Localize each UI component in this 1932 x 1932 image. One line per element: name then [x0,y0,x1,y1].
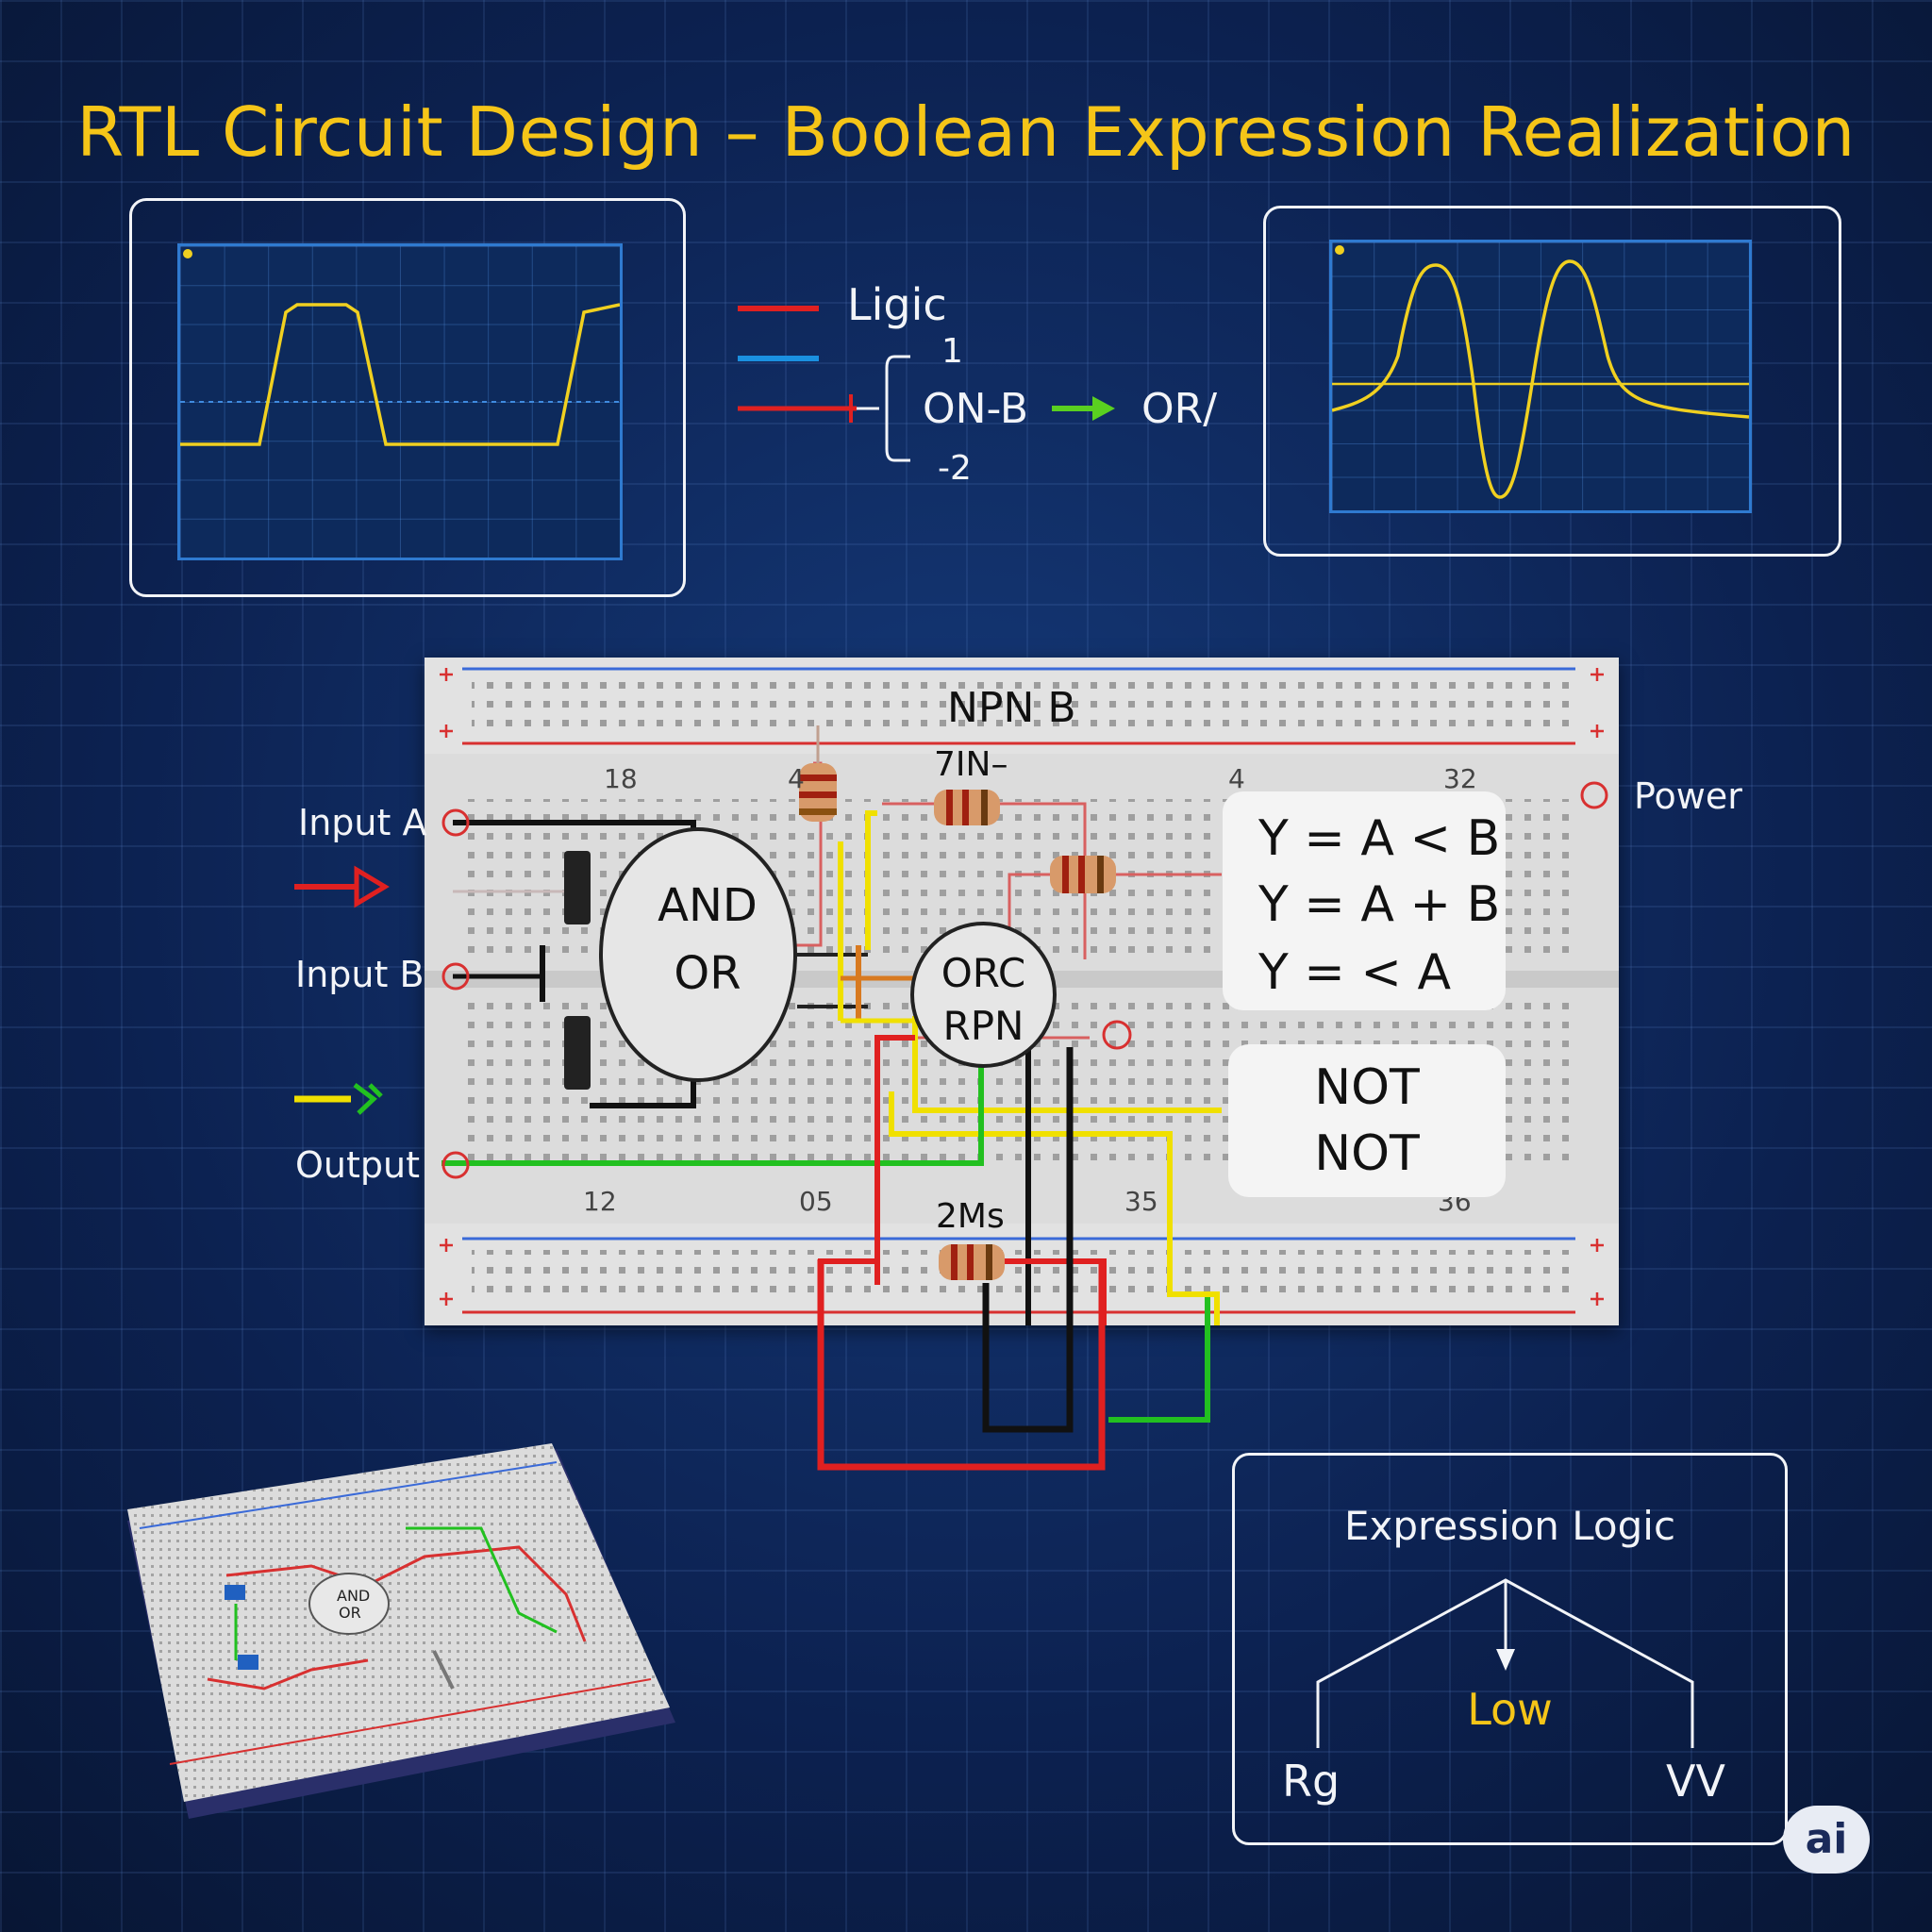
input-b-label: Input B [295,954,425,995]
equation-line: Y = < A [1258,944,1452,1001]
gate-label-and: AND [658,879,758,932]
npn-transistor-component [910,922,1057,1068]
resistor-vertical [799,725,837,822]
output-label: Output [295,1144,420,1186]
oscilloscope-screen-right [1329,240,1752,513]
power-label: Power [1634,775,1742,817]
expression-logic-tree [1316,1578,1694,1748]
mini-gate-label-and: AND [337,1587,371,1605]
column-number: 35 [1124,1186,1158,1217]
column-number: 05 [799,1186,833,1217]
page-title: RTL Circuit Design – Boolean Expression … [76,92,1856,172]
expression-logic-title: Expression Logic [1343,1503,1676,1549]
column-number: 4 [788,763,805,794]
legend-label: Ligic [847,279,947,330]
gate-label-or: OR [674,947,741,1000]
board-header-label: NPN B [947,684,1076,732]
and-or-gate [599,827,797,1082]
not-gate-box: NOT NOT [1228,1044,1506,1197]
column-number: 12 [583,1186,617,1217]
equation-box: Y = A < B Y = A + B Y = < A [1223,791,1506,1010]
sine-wave-trace [1332,245,1749,499]
logic-legend-diagram [738,306,1115,462]
legend-branch-bottom: -2 [938,449,972,488]
column-number: 4 [1228,763,1245,794]
component-label-rpn: RPN [942,1003,1024,1049]
breadboard-3d-photo [127,1443,675,1819]
input-a-label: Input A [298,802,427,843]
oscilloscope-panel-right [1263,206,1841,557]
expression-logic-left: Rg [1282,1756,1341,1807]
oscilloscope-panel-left [129,198,686,597]
not-label: NOT [1314,1125,1420,1182]
expression-logic-panel: Expression Logic Low Rg VV [1232,1453,1788,1845]
column-number: 18 [604,763,638,794]
resistor-label-bottom: 2Ms [936,1197,1005,1236]
equation-line: Y = A + B [1258,876,1501,933]
not-label: NOT [1314,1059,1420,1116]
breadboard: AND OR ORC RPN NPN B 7IN– 2Ms 18 4 4 32 … [425,658,1619,1325]
square-wave-trace [180,249,620,446]
expression-logic-center: Low [1467,1684,1553,1735]
expression-logic-right: VV [1666,1756,1725,1807]
mini-gate-label-or: OR [339,1604,361,1622]
legend-node-label: ON-B [923,385,1029,433]
ai-badge: ai [1783,1806,1870,1874]
component-label-orc: ORC [941,950,1026,996]
legend-result-label: OR/ [1141,385,1218,433]
equation-line: Y = A < B [1258,810,1501,867]
resistor-label-top: 7IN– [934,745,1008,784]
legend-branch-top: 1 [941,332,963,371]
oscilloscope-screen-left [177,243,623,560]
column-number: 32 [1443,763,1477,794]
